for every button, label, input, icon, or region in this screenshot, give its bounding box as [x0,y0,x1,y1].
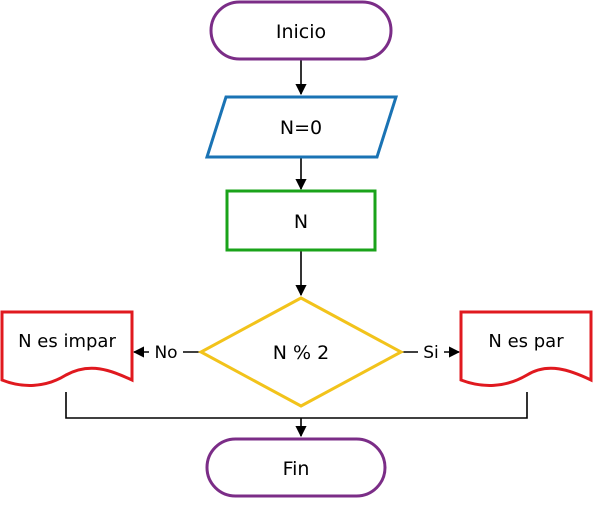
decision-label: N % 2 [273,342,329,364]
start-node: Inicio [209,0,393,61]
edge-merge-to-end [65,392,528,419]
odd-output-label: N es impar [18,331,116,352]
no-label-bg [149,340,183,364]
input-label: N=0 [280,117,322,139]
start-label: Inicio [276,21,326,43]
input-node: N=0 [204,95,399,159]
decision-node: N % 2 [197,296,405,408]
no-label: No [154,343,177,363]
si-label-bg [418,340,444,364]
process-label: N [294,211,308,233]
even-output-node: N es par [459,310,593,387]
si-label: Si [423,343,439,363]
end-label: Fin [283,458,310,480]
end-node: Fin [205,437,387,498]
process-node: N [225,189,377,252]
even-output-label: N es par [488,331,564,352]
odd-output-node: N es impar [0,310,134,387]
